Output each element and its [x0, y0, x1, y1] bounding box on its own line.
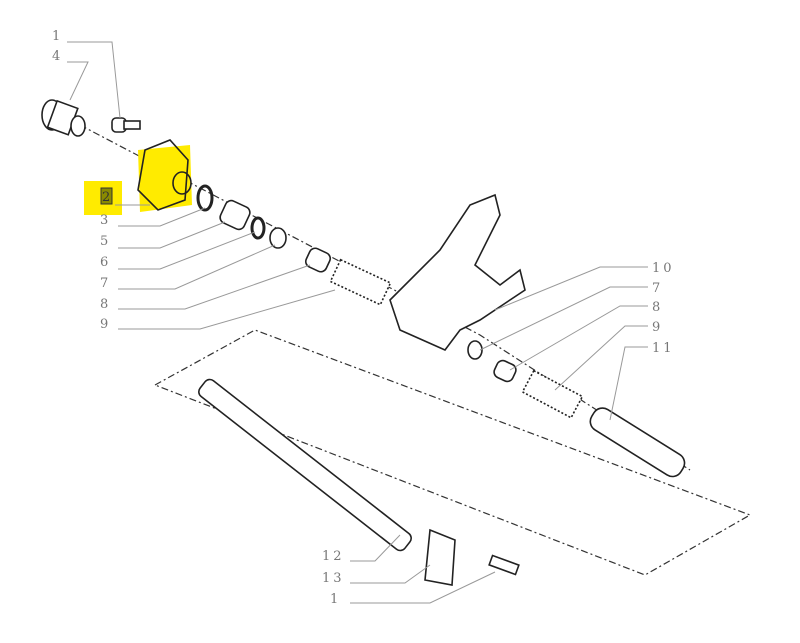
part-knob-4[interactable] — [41, 99, 86, 137]
part-bolt-1b[interactable] — [488, 554, 520, 576]
part-2-icon — [100, 187, 113, 205]
callout-6[interactable]: 6 — [100, 255, 111, 270]
shaft-frame — [153, 329, 752, 576]
part-oring-3[interactable] — [196, 184, 214, 212]
part-spring-9[interactable] — [329, 258, 392, 306]
callout-10[interactable]: 10 — [652, 261, 675, 276]
callout-11[interactable]: 11 — [652, 341, 675, 356]
part-shaft-12[interactable] — [196, 377, 413, 553]
part-clip-7b[interactable] — [467, 340, 483, 360]
part-ring-6[interactable] — [250, 216, 266, 240]
callout-7-right[interactable]: 7 — [652, 281, 663, 296]
callout-7[interactable]: 7 — [100, 276, 111, 291]
part-sleeve-8b[interactable] — [492, 359, 518, 384]
callout-4[interactable]: 4 — [52, 49, 63, 64]
callout-1-bottom[interactable]: 1 — [330, 592, 341, 607]
part-spring-9b[interactable] — [521, 369, 584, 419]
part-clip-7[interactable] — [269, 227, 287, 249]
callout-1[interactable]: 1 — [52, 29, 63, 44]
callout-9[interactable]: 9 — [100, 317, 111, 332]
part-plate-13[interactable] — [424, 528, 456, 586]
callout-13[interactable]: 13 — [322, 571, 345, 586]
callout-9-right[interactable]: 9 — [652, 320, 663, 335]
part-bolt-1[interactable] — [111, 117, 141, 133]
callout-2[interactable]: 2 — [102, 190, 113, 205]
part-housing[interactable] — [137, 139, 192, 211]
callout-8-right[interactable]: 8 — [652, 300, 663, 315]
part-bushing-5[interactable] — [218, 199, 252, 232]
leader-lines — [67, 41, 648, 604]
part-roller-11[interactable] — [587, 404, 689, 480]
callout-8[interactable]: 8 — [100, 297, 111, 312]
highlight-housing — [138, 145, 192, 212]
callout-5[interactable]: 5 — [100, 234, 111, 249]
callout-12[interactable]: 12 — [322, 549, 345, 564]
part-fork-10[interactable] — [389, 193, 526, 351]
callout-3[interactable]: 3 — [100, 213, 111, 228]
part-sleeve-8[interactable] — [304, 246, 332, 273]
